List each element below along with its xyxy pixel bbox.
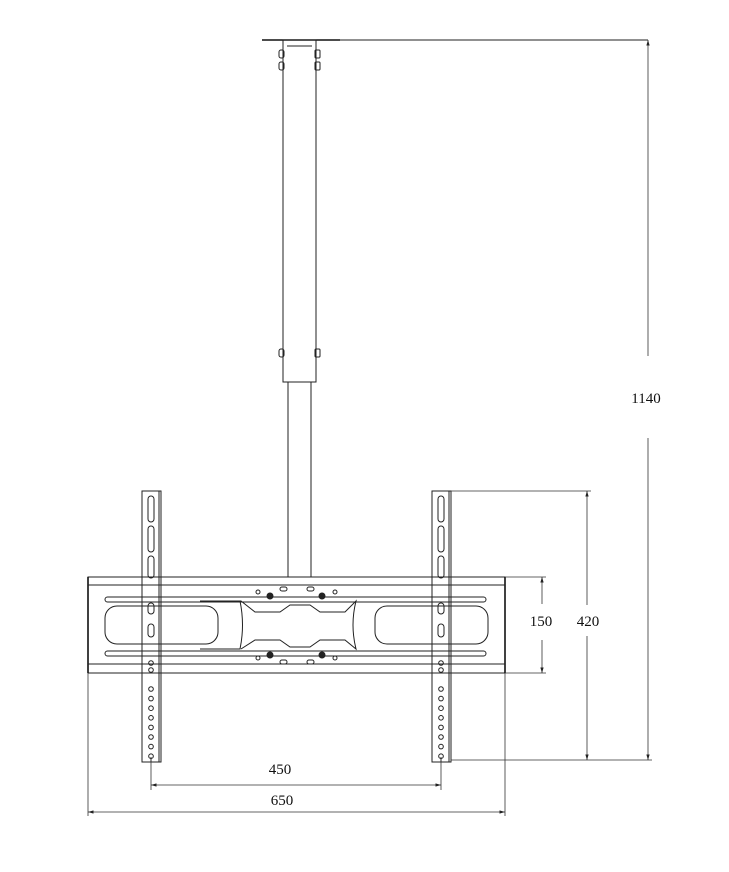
- dimension-plate-width: 650: [87, 673, 506, 816]
- mount-plate: [87, 576, 506, 674]
- dimension-bracket-spacing: 450: [150, 757, 442, 790]
- dimension-plate-height: 150: [505, 576, 553, 674]
- vertical-bracket-left: [141, 490, 162, 763]
- dimension-total-height: 1140: [451, 40, 661, 761]
- dimension-bracket-height: 420: [451, 490, 600, 760]
- dimension-label-150: 150: [530, 614, 553, 630]
- dimension-label-1140: 1140: [631, 391, 660, 407]
- dimension-label-450: 450: [269, 762, 292, 778]
- ceiling-pole: [262, 39, 648, 578]
- dimension-label-650: 650: [271, 793, 294, 809]
- nut-icon: [255, 586, 338, 665]
- bolt-icon: [278, 49, 321, 358]
- vertical-bracket-right: [431, 490, 452, 763]
- dimension-label-420: 420: [577, 614, 600, 630]
